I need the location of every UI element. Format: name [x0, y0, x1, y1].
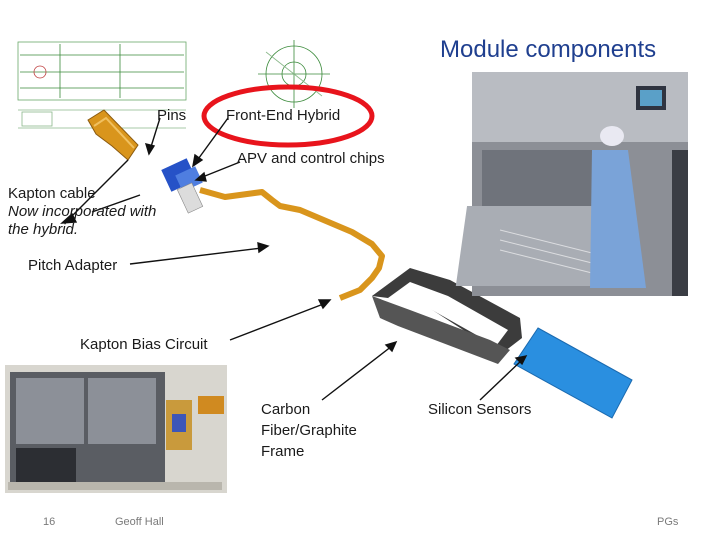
label-carbon-frame: Carbon Fiber/Graphite Frame [261, 401, 357, 460]
label-kapton-cable-title: Kapton cable [8, 185, 96, 202]
technical-drawing-left [17, 41, 187, 129]
lab-photo [455, 72, 688, 296]
label-kapton-bias-circuit: Kapton Bias Circuit [80, 336, 208, 353]
footer-initials: PGs [657, 516, 679, 528]
silicon-sensor-shape [513, 327, 633, 419]
carbon-frame-shape [372, 268, 522, 364]
slide-title: Module components [440, 36, 657, 63]
pitch-adapter-shape [199, 187, 385, 301]
label-front-end-hybrid: Front-End Hybrid [226, 107, 341, 124]
label-pitch-adapter: Pitch Adapter [28, 257, 118, 274]
module-photo [5, 365, 227, 493]
label-silicon-sensors: Silicon Sensors [428, 401, 532, 418]
slide-number: 16 [43, 516, 56, 528]
label-kapton-cable: Kapton cable Now incorporated with the h… [8, 185, 168, 239]
label-kapton-cable-note: Now incorporated with the hybrid. [8, 203, 157, 238]
label-pins: Pins [157, 107, 187, 124]
front-end-hybrid-shape [161, 158, 204, 214]
pointer-arrows [60, 117, 528, 401]
technical-drawing-right [258, 40, 330, 108]
label-apv-chips: APV and control chips [237, 150, 385, 167]
kapton-cable-shape [87, 109, 139, 161]
footer-author: Geoff Hall [115, 516, 164, 528]
highlight-ellipse [201, 84, 375, 148]
